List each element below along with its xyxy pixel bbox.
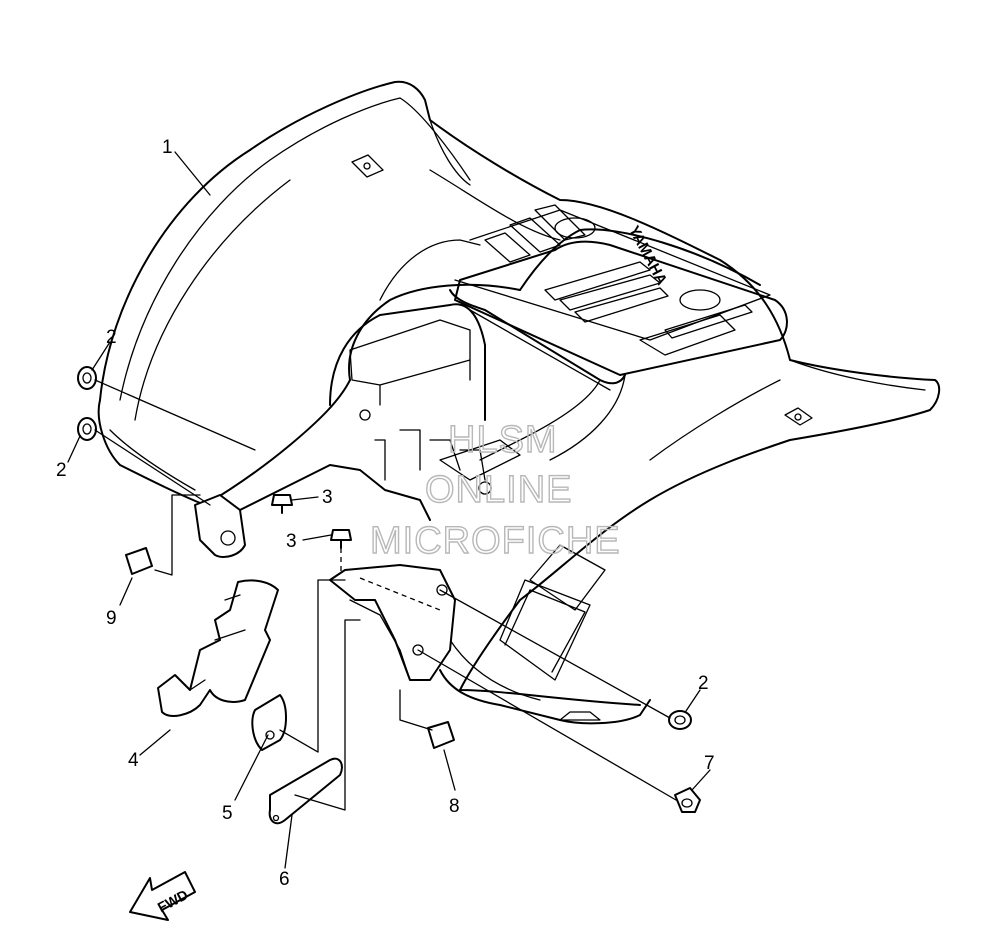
direction-arrow: FWD bbox=[129, 871, 196, 921]
callout-8: 8 bbox=[449, 796, 460, 817]
callout-2-left-upper: 2 bbox=[106, 327, 117, 348]
watermark-line2: ONLINE bbox=[425, 469, 572, 511]
watermark-line1: HLSM bbox=[448, 419, 558, 461]
label-sticker[interactable] bbox=[251, 694, 287, 751]
grommet-right[interactable] bbox=[668, 710, 692, 730]
callout-6: 6 bbox=[279, 869, 290, 890]
callout-3-lower: 3 bbox=[286, 531, 297, 552]
bolt-upper[interactable] bbox=[271, 494, 293, 514]
rivet[interactable] bbox=[674, 787, 701, 813]
callout-2-left-lower: 2 bbox=[56, 460, 67, 481]
callout-7: 7 bbox=[704, 753, 715, 774]
damper-right[interactable] bbox=[427, 721, 455, 749]
arrow-left-icon bbox=[129, 871, 196, 921]
rear-fender[interactable] bbox=[97, 80, 941, 725]
callout-numbers: 1 2 2 2 3 3 4 5 6 7 8 9 bbox=[56, 137, 715, 890]
watermark: HLSM ONLINE MICROFICHE bbox=[369, 418, 621, 562]
bolt-lower[interactable] bbox=[330, 529, 352, 549]
callout-1: 1 bbox=[162, 137, 173, 158]
grommet-left-lower[interactable] bbox=[77, 417, 97, 441]
callout-4: 4 bbox=[128, 750, 139, 771]
leader-lines bbox=[67, 151, 711, 869]
plate[interactable] bbox=[268, 757, 343, 825]
callout-2-right: 2 bbox=[698, 673, 709, 694]
grommet-left-upper[interactable] bbox=[77, 366, 97, 390]
damper-left[interactable] bbox=[125, 547, 153, 575]
watermark-line3: MICROFICHE bbox=[370, 520, 621, 562]
graphic-decal[interactable] bbox=[157, 579, 279, 717]
callout-3-upper: 3 bbox=[322, 487, 333, 508]
callout-9: 9 bbox=[106, 608, 117, 629]
callout-5: 5 bbox=[222, 803, 233, 824]
